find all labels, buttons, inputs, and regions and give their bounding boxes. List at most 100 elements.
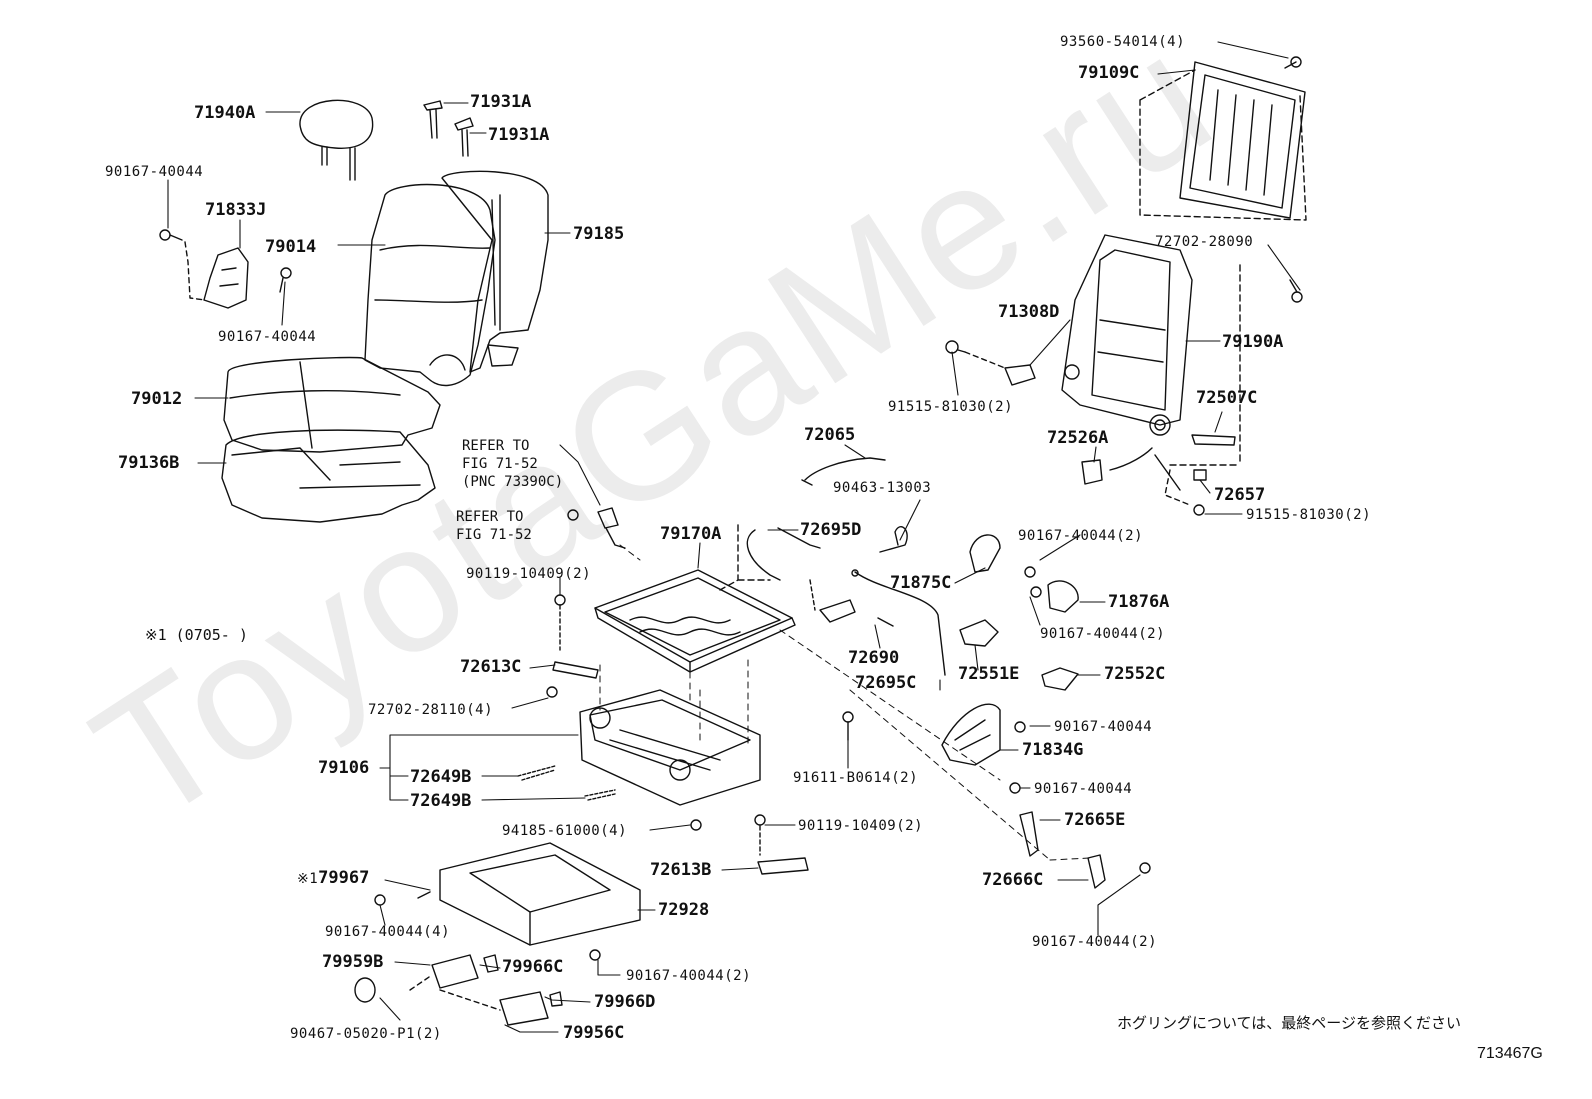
part-label[interactable]: 90167-40044(2) [626,968,752,984]
part-label[interactable]: 79109C [1078,63,1140,83]
part-label[interactable]: 71833J [205,200,267,220]
headrest-guide-drawing [423,100,474,157]
cover-bracket-drawing [159,229,292,309]
part-label[interactable]: 90167-40044(2) [1032,934,1158,950]
recliner-bracket-drawing [945,340,1036,386]
cushion-cover-drawing [223,356,441,453]
part-label[interactable]: 72649B [410,791,472,811]
part-label[interactable]: 90119-10409(2) [466,566,592,582]
reference-line: FIG 71-52 [456,527,532,543]
seat-adjuster-drawing [517,686,761,831]
clip-drawing [879,526,908,553]
part-label[interactable]: 79170A [660,524,722,544]
part-label[interactable]: 72695C [855,673,917,693]
part-label[interactable]: 79966D [594,992,656,1012]
part-label[interactable]: 91611-B0614(2) [793,770,919,786]
part-label[interactable]: 90167-40044(2) [1040,626,1166,642]
part-label[interactable]: 94185-61000(4) [502,823,628,839]
seatback-pad-drawing [441,170,549,373]
part-label[interactable]: 90463-13003 [833,480,932,496]
release-cable-drawing [746,527,946,676]
part-label[interactable]: 79106 [318,758,370,778]
seatback-frame-drawing [1061,234,1303,466]
japanese-note: ホグリングについては、最終ページを参照ください [1117,1014,1461,1032]
leader-lines-drawing [167,41,1301,1033]
bolt-drawing [842,711,854,741]
part-label[interactable]: 79966C [502,957,564,977]
recliner-lever-drawing [1191,434,1236,446]
part-label[interactable]: 72552C [1104,664,1166,684]
part-label[interactable]: 71931A [470,92,532,112]
cushion-frame-drawing [439,842,641,946]
side-cover-drawing [969,534,1079,613]
part-label[interactable]: 71931A [488,125,550,145]
part-label[interactable]: 79012 [131,389,183,409]
part-label[interactable]: 90467-05020-P1(2) [290,1026,442,1042]
part-label[interactable]: 72507C [1196,388,1258,408]
cover-parts-drawing [354,891,601,1026]
bracket-b-drawing [754,814,809,875]
seatback-board-drawing [1139,56,1307,221]
part-label[interactable]: 91515-81030(2) [1246,507,1372,523]
part-label[interactable]: 72665E [1064,810,1126,830]
part-label[interactable]: 79185 [573,224,625,244]
bracket-drawing [959,619,1079,691]
part-label[interactable]: 72065 [804,425,856,445]
part-label[interactable]: 79959B [322,952,384,972]
recliner-cover-drawing [1081,447,1207,516]
buckle-drawing [567,507,626,549]
shield-drawing [941,703,1026,794]
reference-note[interactable]: REFER TO FIG 71-52 [456,508,532,544]
reference-line: REFER TO [456,509,524,525]
marker-prefix: ※1 [297,871,319,887]
part-label[interactable]: 90167-40044 [105,164,204,180]
part-label[interactable]: 72613B [650,860,712,880]
reference-line: (PNC 73390C) [462,474,564,490]
part-label[interactable]: 72526A [1047,428,1109,448]
part-label[interactable]: 90119-10409(2) [798,818,924,834]
part-label[interactable]: 72657 [1214,485,1266,505]
part-label[interactable]: 79956C [563,1023,625,1043]
reference-note[interactable]: REFER TO FIG 71-52 (PNC 73390C) [462,437,563,491]
release-rod-drawing [719,457,886,591]
part-label[interactable]: 72613C [460,657,522,677]
part-label[interactable]: 79136B [118,453,180,473]
part-label[interactable]: 71940A [194,103,256,123]
figure-code: 713467G [1477,1045,1543,1062]
part-label[interactable]: 72551E [958,664,1020,684]
part-label[interactable]: ※179967 [297,868,369,889]
marker-note: ※1 (0705- ) [145,626,248,644]
reference-line: FIG 71-52 [462,456,538,472]
headrest-drawing [299,99,374,181]
part-label[interactable]: 72928 [658,900,710,920]
assembly-lines-drawing [599,544,1091,861]
part-label[interactable]: 71875C [890,573,952,593]
part-label[interactable]: 72649B [410,767,472,787]
reference-line: REFER TO [462,438,530,454]
part-label[interactable]: 72695D [800,520,862,540]
part-label[interactable]: 71834G [1022,740,1084,760]
part-label[interactable]: 90167-40044 [1034,781,1133,797]
part-label[interactable]: 93560-54014(4) [1060,34,1186,50]
seat-frame-drawing [594,569,796,673]
adjuster-bracket-drawing [552,594,599,679]
part-label[interactable]: 90167-40044 [1054,719,1153,735]
part-number: 79967 [318,868,370,888]
part-label[interactable]: 72702-28110(4) [368,702,494,718]
part-label[interactable]: 91515-81030(2) [888,399,1014,415]
part-label[interactable]: 90167-40044 [218,329,317,345]
part-label[interactable]: 72690 [848,648,900,668]
part-label[interactable]: 72666C [982,870,1044,890]
part-label[interactable]: 79190A [1222,332,1284,352]
hook-drawing [1019,811,1151,889]
part-label[interactable]: 71308D [998,302,1060,322]
part-label[interactable]: 79014 [265,237,317,257]
part-label[interactable]: 90167-40044(2) [1018,528,1144,544]
part-label[interactable]: 90167-40044(4) [325,924,451,940]
cushion-pad-drawing [221,429,436,523]
part-label[interactable]: 72702-28090 [1155,234,1254,250]
seatback-cover-drawing [364,183,496,387]
part-label[interactable]: 71876A [1108,592,1170,612]
